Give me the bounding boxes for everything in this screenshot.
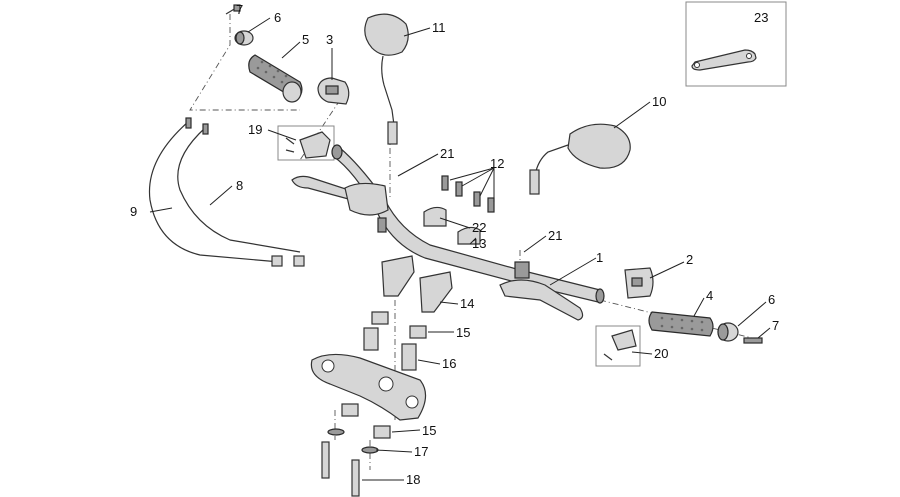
part-8-9-cables xyxy=(148,117,305,267)
part-7-screw-left xyxy=(225,4,241,15)
lower-bushings xyxy=(327,403,391,454)
callout-5: 5 xyxy=(302,32,309,47)
part-2-switch-housing xyxy=(624,267,654,299)
part-19-switch-bracket xyxy=(277,125,335,161)
part-15-16-bushings xyxy=(363,311,427,371)
callout-15-upper: 15 xyxy=(456,325,470,340)
callout-1: 1 xyxy=(596,250,603,265)
part-12-bolts xyxy=(441,175,495,213)
callout-6-top: 6 xyxy=(274,10,281,25)
callout-6-right: 6 xyxy=(768,292,775,307)
part-11-mirror-left xyxy=(364,13,409,145)
callout-20: 20 xyxy=(654,346,668,361)
callout-21-top: 21 xyxy=(440,146,454,161)
part-10-mirror-right xyxy=(529,123,631,195)
right-lever-assembly xyxy=(499,261,584,321)
callout-3: 3 xyxy=(326,32,333,47)
callout-15-lower: 15 xyxy=(422,423,436,438)
callout-10: 10 xyxy=(652,94,666,109)
part-18-bolts xyxy=(321,441,360,497)
part-3-throttle-housing xyxy=(317,77,350,105)
callout-19: 19 xyxy=(248,122,262,137)
part-20-bracket xyxy=(595,325,641,367)
part-23-box xyxy=(685,1,787,87)
callout-7-top: 7 xyxy=(236,2,243,17)
callout-7-right: 7 xyxy=(772,318,779,333)
callout-13: 13 xyxy=(472,236,486,251)
part-7-screw-right xyxy=(743,337,763,344)
triple-clamp xyxy=(310,353,427,421)
left-lever-assembly xyxy=(291,175,389,233)
callout-17: 17 xyxy=(414,444,428,459)
callout-21-right: 21 xyxy=(548,228,562,243)
callout-11: 11 xyxy=(432,20,446,35)
callout-4: 4 xyxy=(706,288,713,303)
callout-12: 12 xyxy=(490,156,504,171)
callout-14: 14 xyxy=(460,296,474,311)
part-4-right-grip xyxy=(648,311,714,337)
callout-22: 22 xyxy=(472,220,486,235)
part-1-handlebar xyxy=(331,144,605,304)
callout-labels: 7 6 5 3 11 23 10 19 21 12 8 9 22 13 21 1… xyxy=(130,2,779,487)
callout-16: 16 xyxy=(442,356,456,371)
leader-lines xyxy=(149,17,771,481)
part-6-end-cap-left xyxy=(234,30,254,46)
part-5-throttle-grip xyxy=(248,54,303,103)
part-14-risers xyxy=(381,255,453,313)
callout-8: 8 xyxy=(236,178,243,193)
part-6-end-cap-right xyxy=(717,322,739,342)
callout-9: 9 xyxy=(130,204,137,219)
callout-2: 2 xyxy=(686,252,693,267)
callout-23: 23 xyxy=(754,10,768,25)
callout-18: 18 xyxy=(406,472,420,487)
